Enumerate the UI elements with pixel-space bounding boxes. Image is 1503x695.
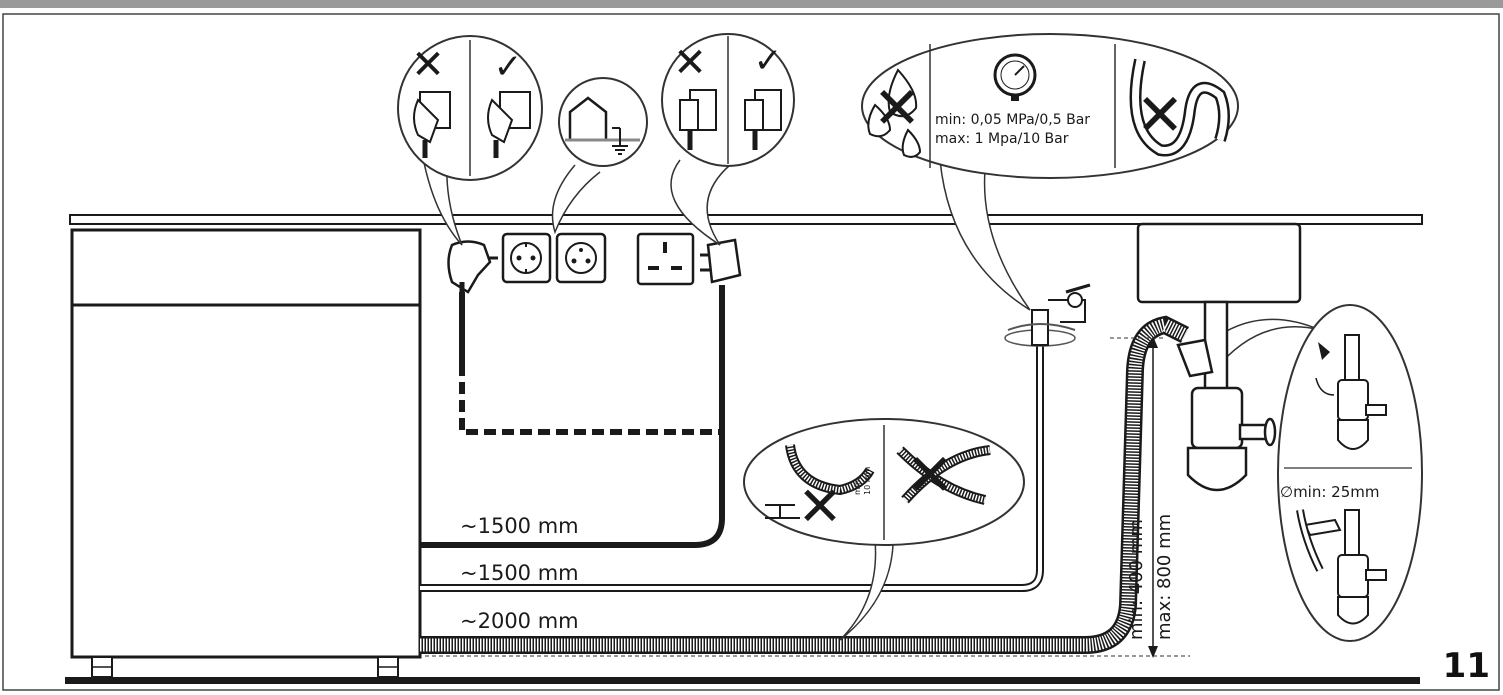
- power-cable: [420, 285, 725, 548]
- siphon: [1176, 338, 1277, 492]
- siphon-cap-icon: [1315, 334, 1387, 450]
- callout-plug-orientation: ✕ ✓: [397, 35, 543, 181]
- top-band: [0, 0, 1503, 8]
- callout-pointer-tap: [939, 159, 1031, 311]
- house-icon: [568, 96, 608, 140]
- drain-hose-length: ~2000 mm: [460, 609, 579, 633]
- dishwasher: [70, 228, 422, 678]
- callout-siphon-connection: ∅min: 25mm: [1277, 304, 1423, 642]
- water-tap: [1004, 283, 1091, 347]
- callout-grounding: [558, 77, 648, 167]
- siphon-diameter-label: ∅min: 25mm: [1280, 483, 1380, 501]
- pressure-gauge-icon: [993, 53, 1037, 101]
- siphon-tube-icon: [1296, 509, 1387, 625]
- pressure-max-label: max: 1 Mpa/10 Bar: [935, 131, 1069, 147]
- hose-bend-min-label: min.: [853, 477, 862, 495]
- check-mark: ✓: [754, 41, 783, 81]
- callout-pointer-hose: [839, 539, 894, 641]
- cross-mark: ✕: [797, 475, 842, 538]
- callout-hose-bend: ✕ min. 10 mm ✕: [743, 418, 1025, 546]
- countertop: [69, 214, 1423, 225]
- cross-mark: ✕: [411, 42, 445, 88]
- ground-icon: [612, 127, 628, 155]
- inlet-hose-inner: [420, 345, 1042, 590]
- callout-pointer-ground: [551, 164, 601, 235]
- sink: [1136, 222, 1302, 394]
- hose-bend-min-value: 10 mm: [863, 466, 872, 495]
- cross-mark: ✕: [1136, 81, 1185, 149]
- cross-mark: ✕: [906, 441, 955, 509]
- french-socket: [555, 232, 607, 284]
- floor: [65, 677, 1420, 684]
- water-drop-icon: [867, 68, 922, 158]
- check-mark: ✓: [494, 47, 523, 87]
- drain-height-min-label: min: 400 mm: [1126, 519, 1147, 640]
- callout-uk-plug-orientation: ✕ ✓: [661, 33, 795, 167]
- uk-plug: [700, 238, 742, 284]
- drain-hose-corrugation: [420, 318, 1188, 652]
- rotation-arrow-icon: [1007, 323, 1076, 331]
- drain-height-dimension: [1110, 336, 1165, 658]
- callout-pointer-uk: [670, 159, 731, 246]
- kinked-hose-icon: [1129, 58, 1230, 157]
- schuko-plug: [447, 240, 498, 298]
- schuko-socket: [501, 232, 552, 284]
- drain-height-max-label: max: 800 mm: [1154, 514, 1175, 640]
- callout-water-pressure: ✕ min: 0,05 MPa/0,5 Bar max: 1 Mpa/10 Ba…: [861, 33, 1239, 179]
- power-cable-length: ~1500 mm: [460, 514, 579, 538]
- page-number: 11: [1443, 646, 1490, 686]
- inlet-hose-length: ~1500 mm: [460, 561, 579, 585]
- pressure-min-label: min: 0,05 MPa/0,5 Bar: [935, 112, 1090, 128]
- page-frame: [2, 13, 1500, 691]
- cross-mark: ✕: [873, 74, 922, 142]
- power-cable-dashed-route: [459, 310, 722, 435]
- cross-mark: ✕: [673, 40, 707, 86]
- uk-socket: [636, 232, 695, 286]
